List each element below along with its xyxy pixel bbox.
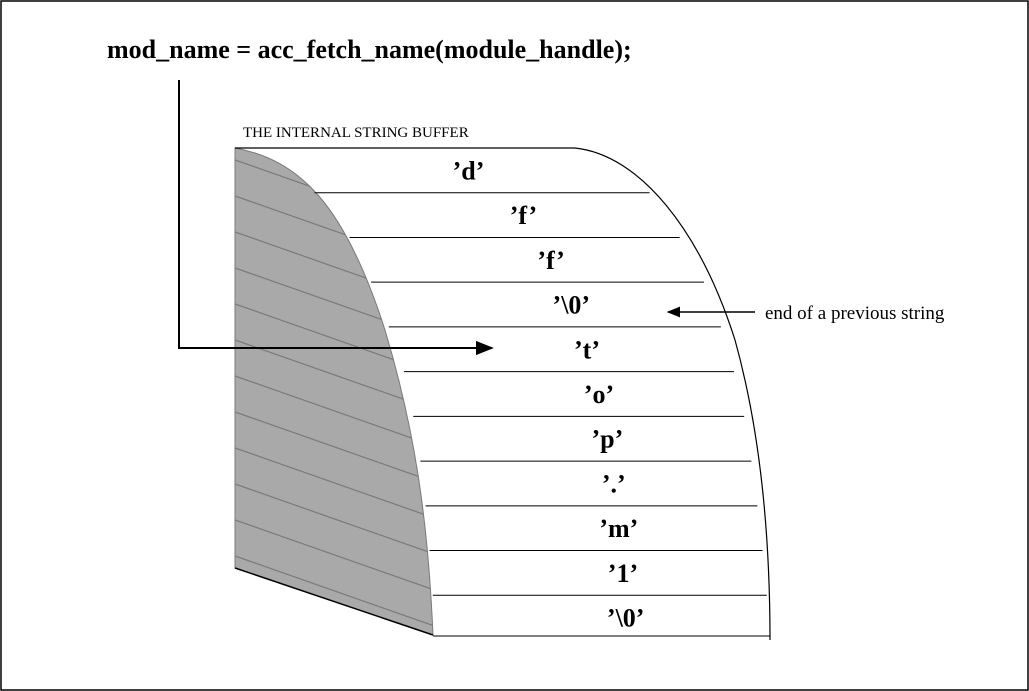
buffer-cell-char: ’.’ xyxy=(602,469,626,498)
buffer-cell-char: ’p’ xyxy=(592,425,624,454)
hatch-line xyxy=(235,411,433,485)
buffer-rows: ’d’ ’f’’f’ ’\0’ ’t’ ’o’ ’p’ ’.’ ’m’ ’1’ ’\0’ xyxy=(314,156,770,637)
buffer-cell-char: ’f’ xyxy=(510,201,537,230)
buffer-cell-char: ’1’ xyxy=(608,559,638,588)
hatch-line xyxy=(235,447,433,521)
pointer-arrow xyxy=(178,80,494,356)
hatch-line xyxy=(235,555,433,629)
buffer-shaded-side xyxy=(234,147,434,636)
buffer-label: THE INTERNAL STRING BUFFER xyxy=(243,125,469,141)
buffer-cell-char: ’\0’ xyxy=(553,291,591,320)
buffer-cell-char: ’o’ xyxy=(584,380,614,409)
code-line: mod_name = acc_fetch_name(module_handle)… xyxy=(107,35,632,64)
buffer-right-edge xyxy=(574,147,771,641)
buffer-cell-char: ’t’ xyxy=(574,335,600,364)
hatch-line xyxy=(235,483,433,557)
buffer-hatch-lines xyxy=(235,159,433,629)
hatch-line xyxy=(235,519,433,593)
hatch-line xyxy=(235,375,433,449)
annotation-text: end of a previous string xyxy=(765,303,945,324)
buffer-cell-char: ’\0’ xyxy=(607,604,645,633)
buffer-cell-char: ’d’ xyxy=(453,156,485,185)
buffer-bottom-edge xyxy=(234,567,434,636)
buffer-cell-char: ’f’ xyxy=(537,246,564,275)
buffer-cell-char: ’m’ xyxy=(599,514,638,543)
